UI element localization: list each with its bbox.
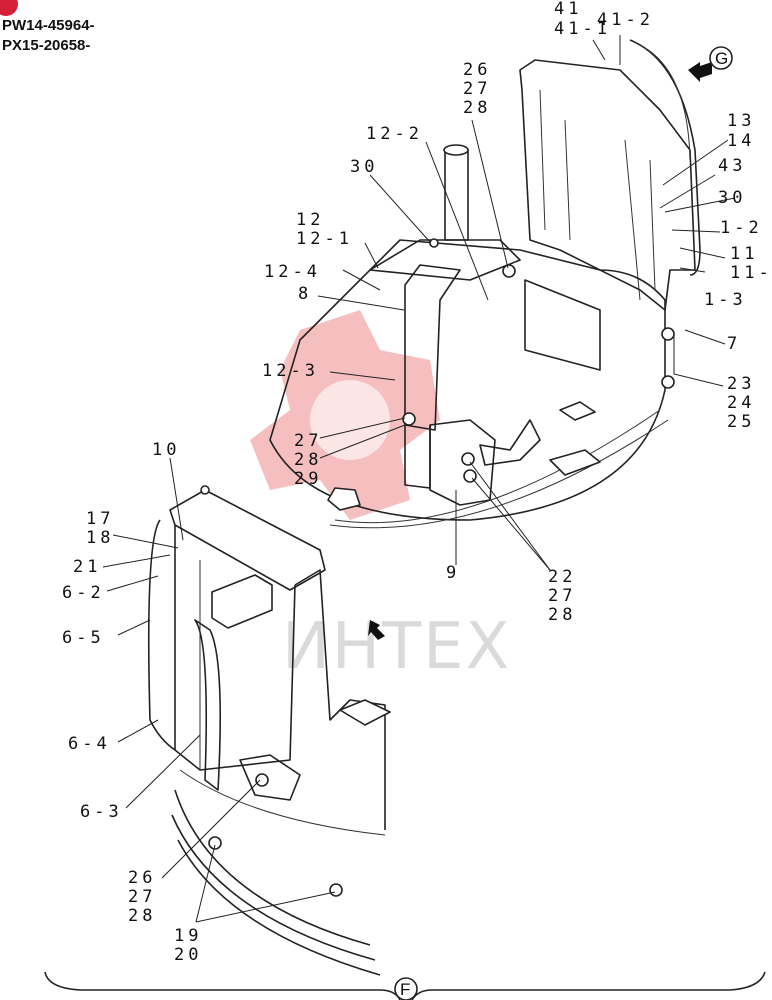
part-label: 27 <box>548 586 576 606</box>
part-label: 12-3 <box>262 361 319 381</box>
part-label: 10 <box>152 440 180 460</box>
part-label: 41-2 <box>597 10 654 30</box>
part-label: 12 <box>296 210 324 230</box>
part-label: 28 <box>463 98 491 118</box>
part-label: 24 <box>727 393 755 413</box>
serial-range-2: PX15-20658- <box>2 37 90 54</box>
part-label: 22 <box>548 567 576 587</box>
part-label: 27 <box>463 79 491 99</box>
part-label: 25 <box>727 412 755 432</box>
part-label: 17 <box>86 509 114 529</box>
callout-g-letter: G <box>715 49 728 68</box>
callout-f-letter: F <box>400 980 410 999</box>
leader-lines <box>102 35 736 923</box>
direction-arrow-lower-icon <box>368 620 385 640</box>
part-label: 12-1 <box>296 229 353 249</box>
part-label: 21 <box>73 557 101 577</box>
part-label: 12-4 <box>264 262 321 282</box>
part-label: 6-3 <box>80 802 123 822</box>
part-label: 1-3 <box>704 290 747 310</box>
part-label: 6-4 <box>68 734 111 754</box>
part-label: 29 <box>294 469 322 489</box>
part-label: 27 <box>294 431 322 451</box>
part-label: 41-1 <box>554 19 611 39</box>
direction-arrow-g-icon <box>688 62 712 82</box>
part-label: 19 <box>174 926 202 946</box>
watermark-text: ИНТЕХ <box>282 610 511 684</box>
part-label: 7 <box>727 334 741 354</box>
part-label: 26 <box>463 60 491 80</box>
part-label: 28 <box>548 605 576 625</box>
part-label: 23 <box>727 374 755 394</box>
part-label: 12-2 <box>366 124 423 144</box>
part-label: 6-2 <box>62 583 105 603</box>
part-label: 28 <box>294 450 322 470</box>
part-label: 43 <box>718 156 746 176</box>
callout-f-circle <box>394 977 418 1000</box>
part-label: 18 <box>86 528 114 548</box>
part-label: 27 <box>128 887 156 907</box>
part-label: 41 <box>554 0 582 19</box>
part-label: 11-1 <box>730 263 772 283</box>
part-labels: 41 41-1 41-2 26 27 28 13 14 43 30 1-2 11… <box>62 0 772 965</box>
callout-g-circle <box>709 46 733 70</box>
part-label: 20 <box>174 945 202 965</box>
part-label: 30 <box>718 188 746 208</box>
part-label: 26 <box>128 868 156 888</box>
part-label: 8 <box>298 284 312 304</box>
part-label: 1-2 <box>720 218 763 238</box>
part-label: 14 <box>727 131 755 151</box>
part-label: 6-5 <box>62 628 105 648</box>
part-label: 11 <box>730 244 758 264</box>
watermark-logo-icon <box>250 310 440 520</box>
corner-badge-icon <box>0 0 18 16</box>
part-label: 30 <box>350 157 378 177</box>
part-label: 28 <box>128 906 156 926</box>
lower-panel-assembly <box>147 485 391 976</box>
part-label: 9 <box>446 563 460 583</box>
serial-range-1: PW14-45964- <box>2 17 95 34</box>
part-label: 13 <box>727 111 755 131</box>
